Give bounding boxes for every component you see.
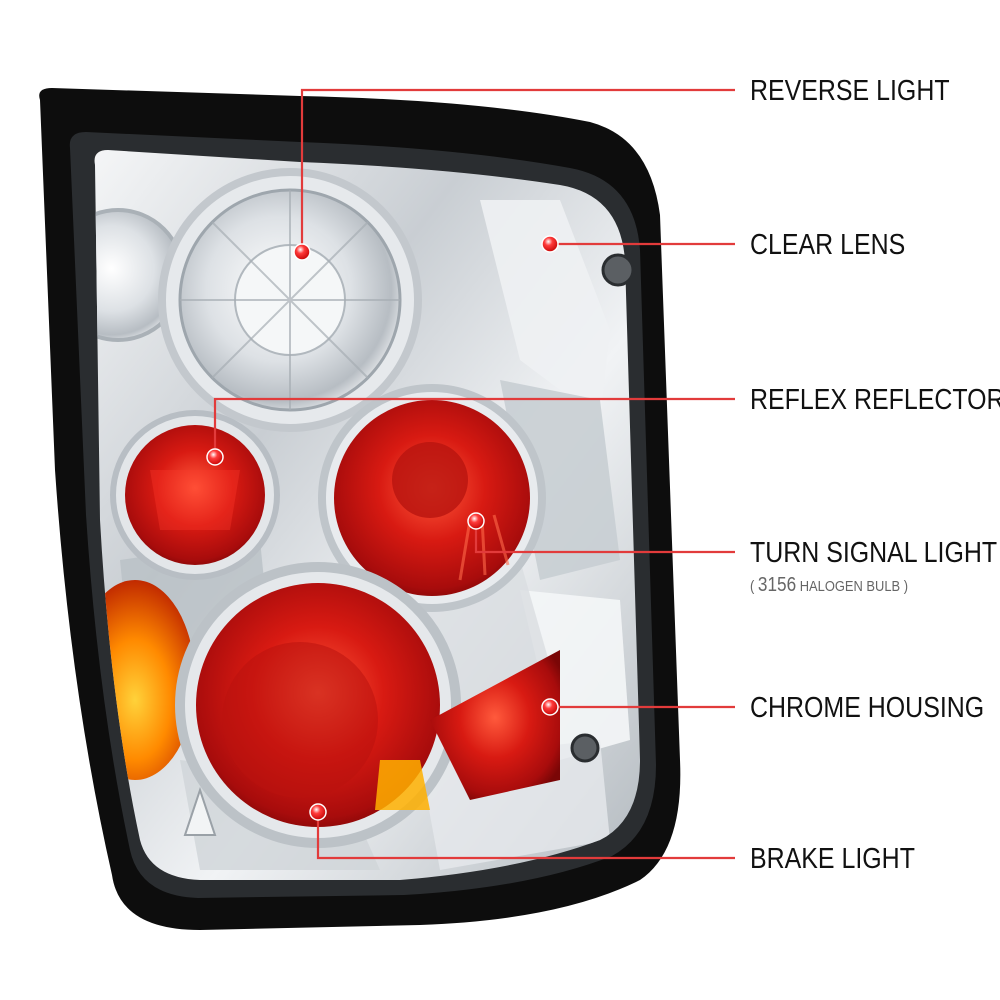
callout-dot-brake-light	[309, 803, 327, 821]
bulb-spec-text: HALOGEN BULB	[796, 578, 901, 595]
label-reflex-reflector: REFLEX REFLECTOR	[750, 384, 1000, 416]
label-chrome-housing: CHROME HOUSING	[750, 692, 985, 724]
bulb-spec-close: )	[900, 578, 908, 595]
label-clear-lens: CLEAR LENS	[750, 229, 906, 261]
callout-line-reflex-reflector	[213, 397, 735, 457]
label-turn-signal-light: TURN SIGNAL LIGHT	[750, 537, 998, 569]
callout-line-turn-signal	[474, 521, 735, 554]
bulb-spec-number: 3156	[757, 574, 797, 596]
label-reverse-light: REVERSE LIGHT	[750, 75, 950, 107]
mounting-bolt-top	[601, 253, 635, 287]
callout-dot-clear-lens	[541, 235, 559, 253]
label-bulb-spec: ( 3156 HALOGEN BULB )	[750, 575, 908, 595]
callout-dot-chrome-housing	[541, 698, 559, 716]
callout-dot-turn-signal	[467, 512, 485, 530]
mounting-bolt-bottom	[570, 733, 600, 763]
callout-line-brake-light	[316, 812, 735, 860]
label-brake-light: BRAKE LIGHT	[750, 843, 915, 875]
bulb-spec-open: (	[750, 578, 758, 595]
callout-line-reverse-light	[300, 88, 735, 252]
callout-dot-reverse-light	[293, 243, 311, 261]
callout-dot-reflex-reflector	[206, 448, 224, 466]
